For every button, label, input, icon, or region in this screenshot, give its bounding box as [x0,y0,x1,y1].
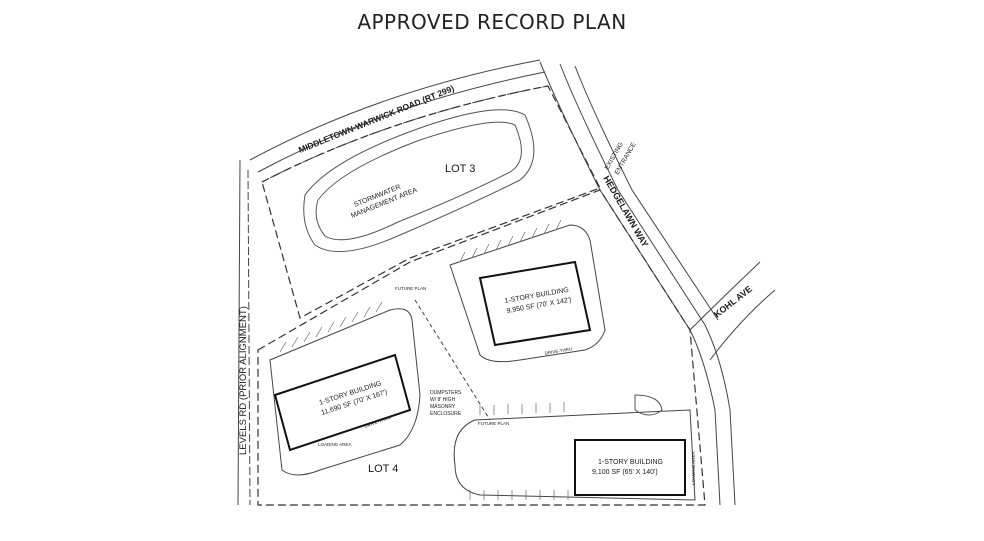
lot4-label: LOT 4 [368,463,398,475]
lot4-boundary [257,189,706,506]
building-3-name: 1-STORY BUILDING [598,459,663,466]
dumpsters-label-4: ENCLOSURE [430,411,462,417]
dumpsters-label-1: DUMPSTERS [430,390,462,396]
drive-thru-center-label: DRIVE-THRU [544,346,572,356]
parking-aisles [269,224,696,501]
building-3-size: 9,100 SF (65' X 140') [592,469,658,476]
loading-area-left-label: LOADING AREA [318,442,352,447]
building-3 [574,439,686,496]
future-plan-label-2: FUTURE PLAN [478,421,509,426]
levels-road-lines [237,159,251,506]
middletown-road-lines [249,59,549,183]
lot3-boundary [261,85,601,319]
building-2 [478,260,592,347]
levels-road-label: LEVELS RD (PRIOR ALIGNMENT) [238,306,249,455]
building-1 [273,353,412,452]
future-plan-label-1: FUTURE PLAN [395,286,426,291]
dumpsters-label-3: MASONRY [430,404,456,410]
loading-area-right-label: LOADING AREA [691,451,696,485]
hedgelawn-way-label: HEDGELAWN WAY [601,174,650,249]
kohl-ave-lines [689,261,776,361]
page-title: APPROVED RECORD PLAN [357,10,627,34]
parking-stalls [279,219,569,500]
dumpsters-label-2: W/ 8' HIGH [430,397,456,403]
lot3-label: LOT 3 [445,163,475,175]
stormwater-pond [303,109,535,253]
middletown-road-label: MIDDLETOWN-WARWICK ROAD (RT 299) [297,83,456,155]
